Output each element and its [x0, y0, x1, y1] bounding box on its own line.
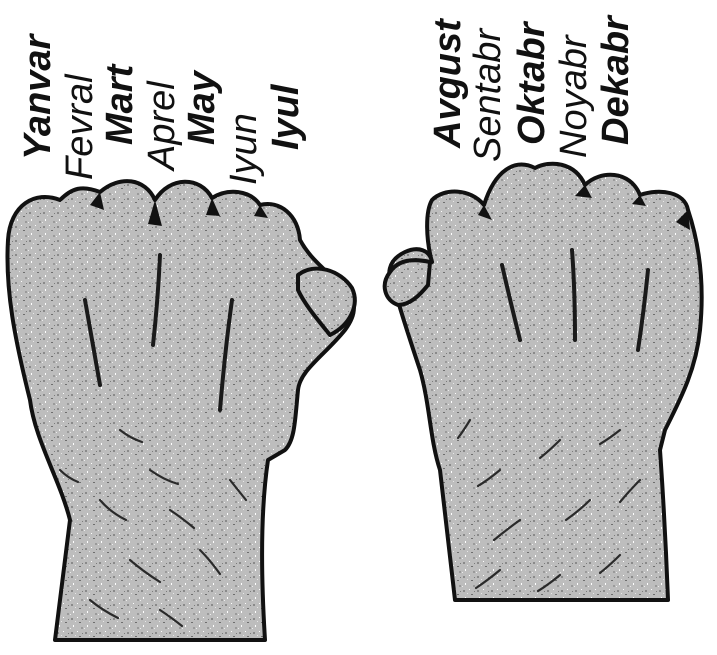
left-fist	[7, 181, 354, 640]
left-month-labels: Yanvar Fevral Mart Aprel May Iyun Iyul	[17, 32, 307, 185]
left-fist-shape	[7, 181, 353, 640]
month-label-noyabr: Noyabr	[553, 34, 595, 158]
right-fist-shape	[389, 164, 701, 600]
month-label-fevral: Fevral	[59, 73, 101, 180]
month-label-oktabr: Oktabr	[511, 20, 553, 145]
right-month-labels: Avgust Sentabr Oktabr Noyabr Dekabr	[427, 14, 637, 162]
month-label-iyul: Iyul	[265, 83, 307, 150]
month-label-aprel: Aprel	[141, 80, 183, 172]
month-label-avgust: Avgust	[427, 18, 469, 149]
month-label-sentabr: Sentabr	[467, 28, 509, 162]
month-label-may: May	[181, 69, 223, 145]
right-fist	[385, 164, 702, 600]
month-label-yanvar: Yanvar	[17, 32, 59, 160]
month-label-dekabr: Dekabr	[595, 14, 637, 145]
month-label-iyun: Iyun	[223, 113, 265, 185]
month-label-mart: Mart	[99, 63, 141, 145]
